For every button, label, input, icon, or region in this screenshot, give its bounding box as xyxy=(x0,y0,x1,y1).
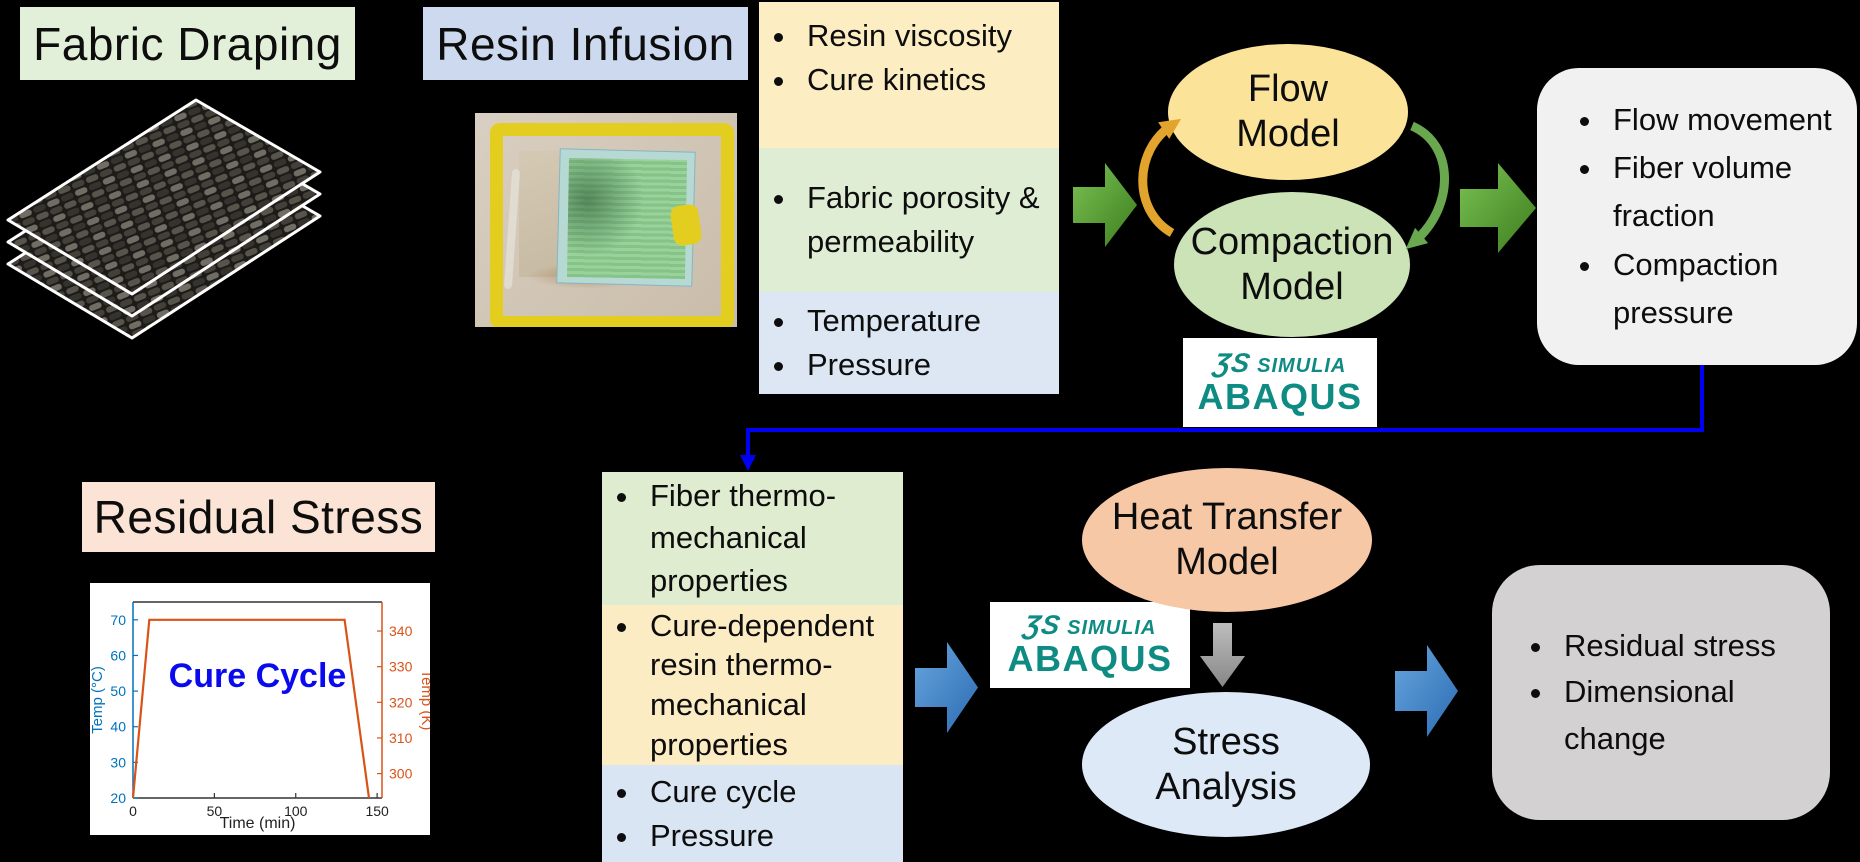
svg-text:20: 20 xyxy=(110,790,126,806)
stress-analysis-label: Stress Analysis xyxy=(1155,720,1297,808)
coupling-arrow-up-icon xyxy=(1138,118,1182,237)
fabric-properties-section: Fabric porosity & permeability xyxy=(759,148,1059,292)
abaqus-label: ABAQUS xyxy=(1007,638,1173,679)
photo-fabric-preform xyxy=(566,157,688,280)
list-item: Fabric porosity & permeability xyxy=(799,176,1059,264)
flow-model-label: Flow Model xyxy=(1236,68,1340,155)
simulia-brand-row: ƷS SIMULIA xyxy=(1021,610,1157,641)
svg-text:340: 340 xyxy=(389,623,413,639)
residual-stress-title: Residual Stress xyxy=(82,482,435,552)
list-item: Residual stress xyxy=(1556,623,1818,670)
abaqus-logo: ƷS SIMULIA ABAQUS xyxy=(990,602,1190,688)
simulia-brand-row: ƷS SIMULIA xyxy=(1211,348,1347,379)
stress-analysis-node: Stress Analysis xyxy=(1082,692,1370,837)
svg-text:Cure Cycle: Cure Cycle xyxy=(169,657,347,695)
compaction-model-label: Compaction Model xyxy=(1190,220,1394,308)
svg-text:300: 300 xyxy=(389,766,413,782)
list-item: Flow movement xyxy=(1605,96,1857,144)
resin-properties-section: Cure-dependent resin thermo-mechanical p… xyxy=(602,605,903,765)
list-item: Compaction pressure xyxy=(1605,241,1857,337)
svg-text:70: 70 xyxy=(110,612,126,628)
svg-text:40: 40 xyxy=(110,719,126,735)
photo-tape-blob xyxy=(669,203,703,247)
connector-arrowhead-icon xyxy=(740,455,756,471)
list-item: Pressure xyxy=(799,343,1059,387)
list-item: Fiber volume fraction xyxy=(1605,144,1857,240)
simulia-label: SIMULIA xyxy=(1257,354,1347,377)
flow-model-node: Flow Model xyxy=(1168,44,1408,180)
stress-outputs-box: Residual stress Dimensional change xyxy=(1492,565,1830,820)
svg-text:330: 330 xyxy=(389,659,413,675)
list-item: Cure kinetics xyxy=(799,58,1059,102)
svg-text:320: 320 xyxy=(389,694,413,710)
photo-sealant-tape-frame xyxy=(490,123,734,327)
blue-arrow-right-icon xyxy=(1395,645,1458,737)
svg-text:100: 100 xyxy=(284,803,308,819)
svg-text:50: 50 xyxy=(207,803,223,819)
fabric-ply-1 xyxy=(6,98,322,296)
stress-inputs-box: Fiber thermo-mechanical properties Cure-… xyxy=(602,472,903,862)
infusion-inputs-box: Resin viscosity Cure kinetics Fabric por… xyxy=(759,2,1059,394)
process-conditions-section: Temperature Pressure xyxy=(759,292,1059,394)
svg-text:310: 310 xyxy=(389,730,413,746)
list-item: Resin viscosity xyxy=(799,14,1059,58)
green-arrow-right-icon xyxy=(1073,163,1137,247)
green-arrow-right-icon xyxy=(1460,163,1536,253)
list-item: Cure cycle xyxy=(642,770,903,813)
svg-text:60: 60 xyxy=(110,647,126,663)
heat-transfer-model-node: Heat Transfer Model xyxy=(1082,468,1372,612)
coupling-arrow-down-icon xyxy=(1405,121,1449,250)
resin-infusion-photo xyxy=(475,113,737,327)
list-item: Fiber thermo-mechanical properties xyxy=(642,475,903,602)
resin-infusion-title: Resin Infusion xyxy=(423,7,748,80)
svg-text:Temp (°C): Temp (°C) xyxy=(90,666,106,734)
abaqus-label: ABAQUS xyxy=(1197,375,1363,417)
fabric-draping-title: Fabric Draping xyxy=(20,7,355,80)
fiber-properties-section: Fiber thermo-mechanical properties xyxy=(602,472,903,605)
list-item: Temperature xyxy=(799,299,1059,343)
svg-text:50: 50 xyxy=(110,683,126,699)
simulia-label: SIMULIA xyxy=(1067,617,1157,639)
resin-properties-section: Resin viscosity Cure kinetics xyxy=(759,2,1059,148)
list-item: Cure-dependent resin thermo-mechanical p… xyxy=(642,606,903,765)
blue-arrow-right-icon xyxy=(915,642,978,733)
heat-transfer-model-label: Heat Transfer Model xyxy=(1111,496,1343,583)
list-item: Dimensional change xyxy=(1556,669,1818,762)
abaqus-logo: ƷS SIMULIA ABAQUS xyxy=(1183,338,1377,427)
compaction-model-node: Compaction Model xyxy=(1174,192,1410,337)
infusion-outputs-box: Flow movement Fiber volume fraction Comp… xyxy=(1537,68,1857,365)
svg-text:Temp (K): Temp (K) xyxy=(418,670,430,731)
process-conditions-section: Cure cycle Pressure xyxy=(602,765,903,862)
svg-text:Time (min): Time (min) xyxy=(220,815,296,832)
dassault-3ds-icon: ƷS xyxy=(1021,610,1063,640)
connector-line xyxy=(740,365,1704,471)
list-item: Pressure xyxy=(642,814,903,857)
gray-arrow-down-icon xyxy=(1200,623,1245,687)
svg-text:150: 150 xyxy=(365,803,389,819)
svg-text:0: 0 xyxy=(129,803,137,819)
svg-text:30: 30 xyxy=(110,754,126,770)
fabric-plies-image xyxy=(6,98,322,340)
cure-cycle-chart-svg: 0 50 100 150 20 30 40 50 60 70 300 310 320 330 340Cure… xyxy=(90,583,430,835)
